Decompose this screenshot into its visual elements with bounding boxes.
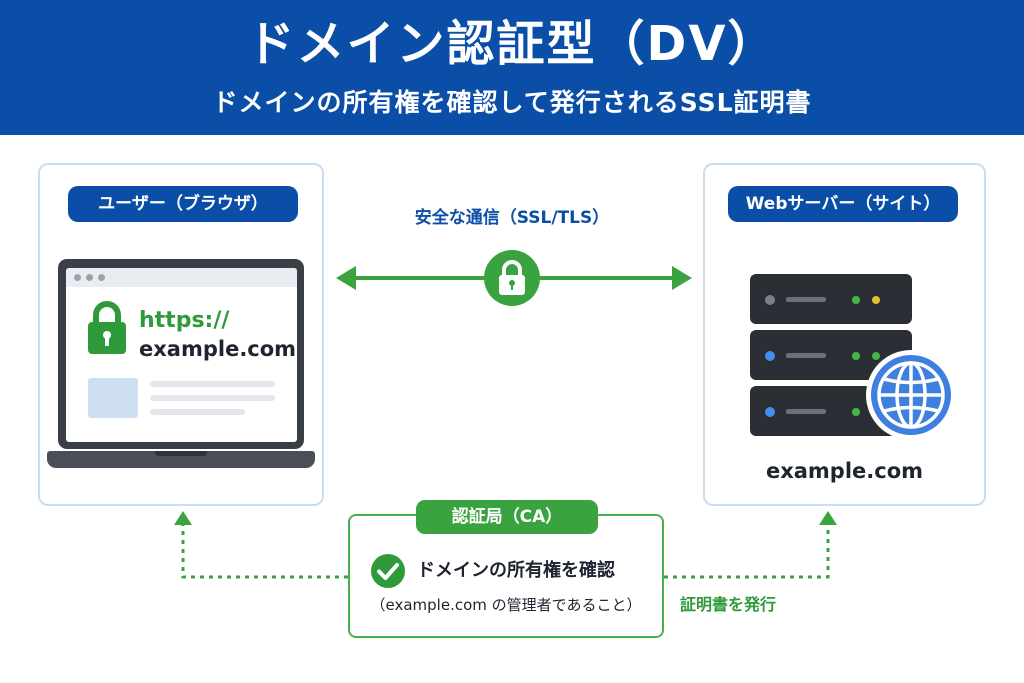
check-circle-icon (371, 554, 405, 588)
server-label: Webサーバー（サイト） (728, 186, 958, 222)
lock-icon (88, 301, 126, 354)
user-label: ユーザー（ブラウザ） (68, 186, 298, 222)
page-title: ドメイン認証型（DV） (246, 16, 778, 72)
server-domain: example.com (765, 459, 924, 483)
laptop-base (47, 451, 315, 468)
globe-icon (866, 350, 956, 440)
domain-verification-note: （example.com の管理者であること） (370, 596, 642, 614)
url-scheme: https:// (139, 308, 230, 333)
page-subtitle: ドメインの所有権を確認して発行されるSSL証明書 (212, 88, 812, 117)
content-line-placeholder (150, 409, 245, 415)
window-dot (86, 274, 93, 281)
laptop-notch (155, 451, 207, 456)
window-dot (74, 274, 81, 281)
browser-titlebar (66, 268, 297, 287)
url-domain: example.com (139, 337, 297, 361)
secure-communication-label: 安全な通信（SSL/TLS） (414, 208, 610, 228)
certificate-authority-label: 認証局（CA） (416, 500, 598, 534)
issue-arrows-icon (174, 511, 837, 579)
header-banner: ドメイン認証型（DV） ドメインの所有権を確認して発行されるSSL証明書 (0, 0, 1024, 135)
bidirectional-arrow-icon (336, 250, 692, 306)
domain-verification-text: ドメインの所有権を確認 (417, 560, 615, 581)
content-line-placeholder (150, 395, 275, 401)
content-image-placeholder (88, 378, 138, 418)
window-dot (98, 274, 105, 281)
content-line-placeholder (150, 381, 275, 387)
issue-certificate-label: 証明書を発行 (680, 595, 777, 614)
